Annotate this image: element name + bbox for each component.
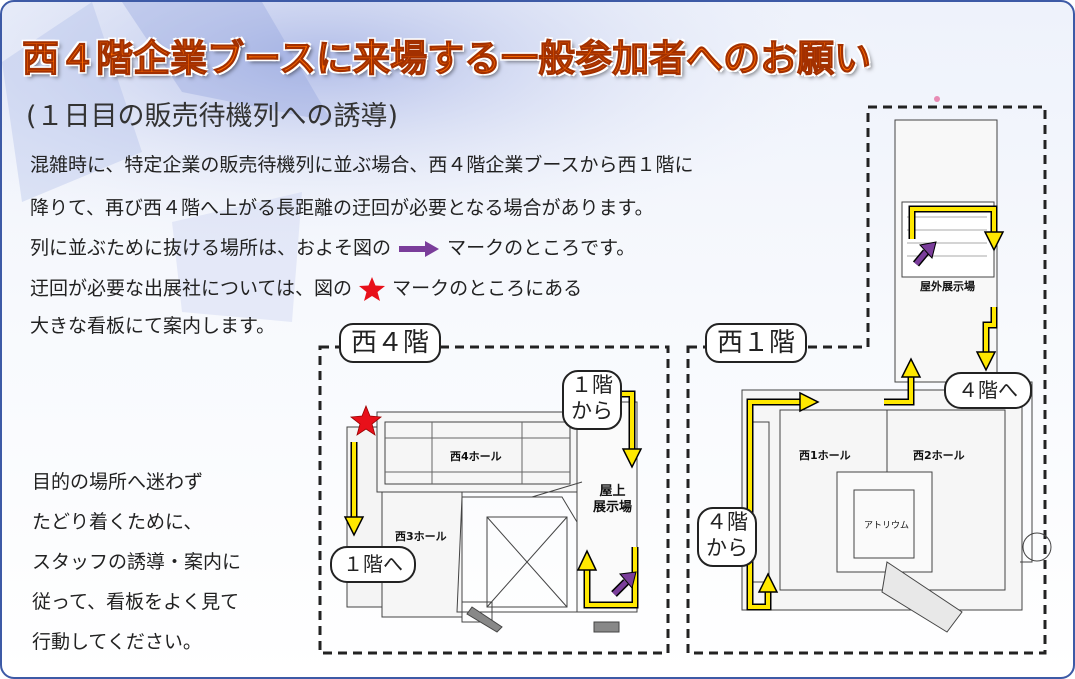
red-star-icon: [359, 277, 386, 301]
route-arrow-up-right: [884, 357, 922, 406]
body-line-5: 大きな看板にて案内します。: [30, 315, 276, 337]
from-1f-line-2: から: [571, 399, 613, 423]
west1-floorplan: [741, 119, 1052, 633]
red-star-marker: [349, 404, 383, 436]
west4-frame: [318, 345, 670, 655]
body-line-1: 混雑時に、特定企業の販売待機列に並ぶ場合、西４階企業ブースから西１階に: [30, 154, 694, 176]
left-note-line-5: 行動してください。: [32, 631, 202, 653]
west1-frame: [686, 105, 1047, 655]
west1-floor-label: 西１階: [705, 323, 808, 363]
left-note-line-3: スタッフの誘導・案内に: [32, 551, 242, 573]
route-arrow-down-left: [343, 442, 365, 537]
from-1f-bubble: １階 から: [562, 370, 622, 430]
body-line-4-after: マークのところにある: [392, 277, 583, 300]
body-line-3-after: マークのところです。: [447, 237, 636, 259]
to-1f-bubble: １階へ: [330, 546, 416, 583]
body-line-3-before: 列に並ぶために抜ける場所は、およそ図の: [30, 237, 392, 259]
from-4f-line-1: ４階: [706, 510, 748, 534]
body-line-4: 迂回が必要な出展社については、図の マークのところにある: [30, 276, 582, 302]
left-note-line-4: 従って、看板をよく見て: [32, 591, 240, 613]
body-line-2: 降りて、再び西４階へ上がる長距離の迂回が必要となる場合があります。: [30, 197, 654, 219]
exit-arrow-west1: [912, 241, 937, 267]
west4-hall-label: 西4ホール: [450, 450, 502, 463]
rooftop-line-2: 展示場: [593, 500, 633, 515]
purple-arrow-icon: [399, 240, 440, 257]
west2-hall-label: 西2ホール: [913, 449, 965, 462]
exit-arrow-west4: [611, 571, 637, 597]
body-line-4-before: 迂回が必要な出展社については、図の: [30, 277, 353, 300]
west4-floor-label: 西４階: [339, 323, 442, 363]
outdoor-hall-label: 屋外展示場: [920, 280, 975, 293]
from-4f-line-2: から: [706, 536, 748, 560]
left-note-line-1: 目的の場所へ迷わず: [32, 471, 204, 493]
route-arrow-down-right: [620, 390, 643, 469]
body-line-3: 列に並ぶために抜ける場所は、およそ図の マークのところです。: [30, 237, 635, 259]
west3-hall-label: 西3ホール: [395, 530, 447, 543]
from-4f-bubble: ４階 から: [697, 507, 757, 567]
west1-hall-label: 西1ホール: [799, 449, 851, 462]
rooftop-line-1: 屋上: [599, 484, 626, 499]
route-arrow-outdoor: [908, 205, 1005, 372]
left-note-line-2: たどり着くために、: [32, 511, 203, 533]
rooftop-hall-label: 屋上 展示場: [593, 484, 632, 516]
from-1f-line-1: １階: [571, 373, 613, 397]
route-arrow-west1-loop: [746, 391, 820, 611]
page-title: 西４階企業ブースに来場する一般参加者へのお願い: [21, 37, 872, 81]
atrium-label: アトリウム: [864, 521, 910, 531]
page-subtitle: (１日目の販売待機列への誘導): [26, 101, 399, 132]
to-4f-bubble: ４階へ: [944, 372, 1032, 409]
